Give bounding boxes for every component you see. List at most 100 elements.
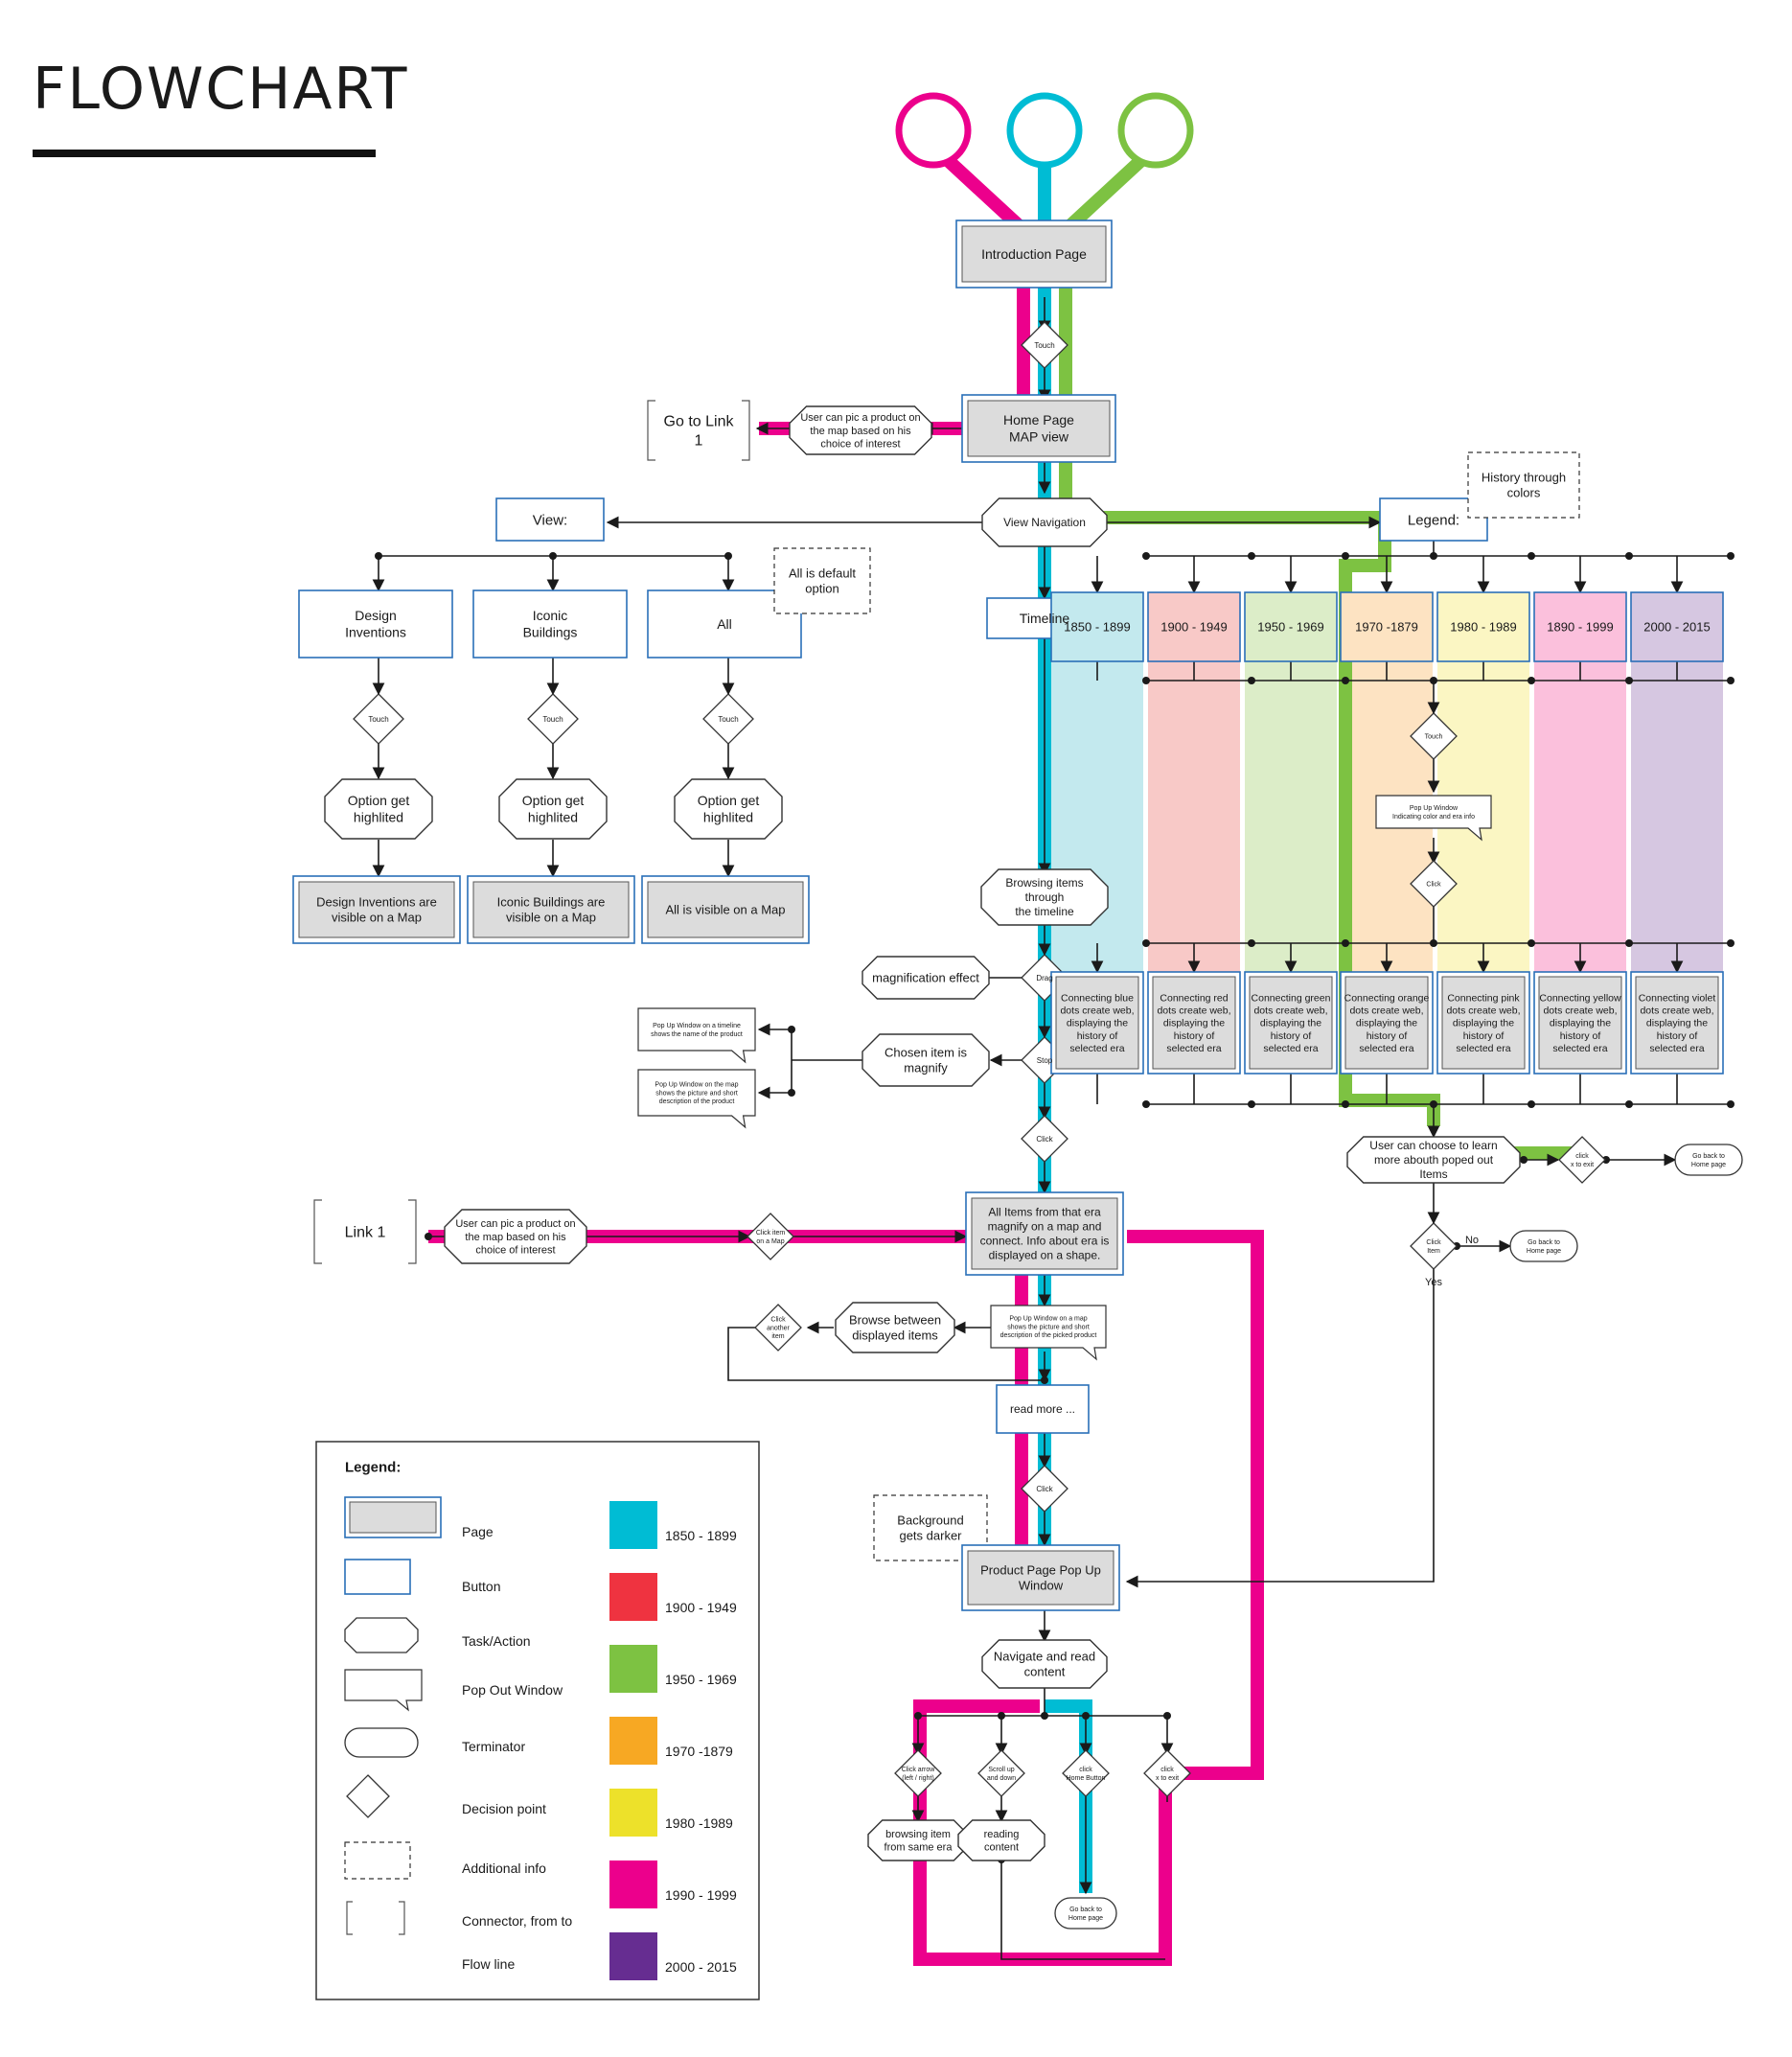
- flow-dot: [1342, 939, 1349, 947]
- legend-button-label: Legend:: [1408, 512, 1459, 528]
- flow-yes-product: [1125, 1269, 1435, 1588]
- all-button[interactable]: [647, 589, 802, 659]
- flow-dot: [549, 552, 557, 560]
- click-decision[interactable]: [1021, 1115, 1068, 1163]
- flow-dot: [375, 552, 382, 560]
- legend-era-swatch-4: [609, 1717, 657, 1765]
- go-back-home-terminator[interactable]: [1054, 1897, 1117, 1930]
- click-arrow-decision[interactable]: [894, 1749, 942, 1797]
- flow-dot: [1727, 552, 1735, 560]
- iconic-visible-page-inner: [472, 881, 630, 938]
- era-label-3: 1950 - 1969: [1257, 620, 1323, 635]
- navigate-read-task: [981, 1639, 1108, 1689]
- era-label-2: 1900 - 1949: [1160, 620, 1227, 635]
- click-decision-2[interactable]: [1021, 1465, 1068, 1513]
- flow-dot: [425, 1233, 432, 1240]
- browsing-same-era-task: [867, 1819, 969, 1861]
- flow-dot: [914, 1712, 922, 1720]
- timeline-button-label: Timeline: [1020, 611, 1070, 626]
- flow-dot: [1528, 552, 1535, 560]
- legend-era-label-6: 1990 - 1999: [665, 1887, 737, 1903]
- era-button-4[interactable]: [1340, 591, 1434, 662]
- design-inventions-button[interactable]: [298, 589, 453, 659]
- all-button-label: All: [717, 616, 732, 632]
- legend-symbol-label-7: Additional info: [462, 1861, 546, 1876]
- all-visible-page-inner: [647, 881, 804, 938]
- view-button[interactable]: [495, 497, 605, 542]
- era-desc-inner-1: [1055, 976, 1139, 1070]
- flow-dot: [1430, 1100, 1437, 1108]
- click-item-map-decision[interactable]: [747, 1213, 794, 1260]
- view-navigation-task: [981, 497, 1108, 547]
- no-label: No: [1465, 1235, 1479, 1246]
- era-button-1[interactable]: [1050, 591, 1144, 662]
- browse-between-task: [835, 1302, 955, 1353]
- click-item-decision[interactable]: [1410, 1222, 1458, 1270]
- era-button-3[interactable]: [1244, 591, 1338, 662]
- legend-connector-symbol: [346, 1901, 405, 1935]
- era-button-5[interactable]: [1436, 591, 1530, 662]
- history-colors-note: [1467, 451, 1580, 519]
- flow-dot: [788, 1026, 795, 1033]
- touch-era-decision-label: Touch: [1425, 733, 1443, 740]
- click-era-decision[interactable]: [1410, 860, 1458, 908]
- click-x-exit-decision[interactable]: [1558, 1136, 1606, 1184]
- era-button-2[interactable]: [1147, 591, 1241, 662]
- click-x-decision[interactable]: [1143, 1749, 1191, 1797]
- browsing-timeline-task: [980, 868, 1109, 926]
- flow-line: [727, 1327, 1045, 1381]
- legend-symbol-label-3: Task/Action: [462, 1633, 531, 1649]
- scroll-decision[interactable]: [977, 1749, 1025, 1797]
- flow-dot: [1625, 552, 1633, 560]
- green-route-start: [1117, 92, 1194, 169]
- legend-symbol-label-4: Pop Out Window: [462, 1682, 563, 1698]
- legend-era-label-5: 1980 -1989: [665, 1815, 733, 1831]
- legend-era-label-4: 1970 -1879: [665, 1744, 733, 1759]
- era-button-7[interactable]: [1630, 591, 1724, 662]
- link1-connector: [313, 1199, 417, 1264]
- read-more-button[interactable]: [996, 1384, 1090, 1434]
- view-navigation-task-label: View Navigation: [1003, 516, 1086, 529]
- flow-dot: [1528, 1100, 1535, 1108]
- era-button-6[interactable]: [1533, 591, 1627, 662]
- touch-era-decision[interactable]: [1410, 712, 1458, 760]
- magenta-route: [944, 155, 1030, 429]
- touch-decision-3[interactable]: [702, 693, 754, 745]
- flow-dot: [1727, 677, 1735, 684]
- legend-page-symbol-inner: [349, 1501, 437, 1534]
- click-another-decision[interactable]: [754, 1304, 802, 1352]
- iconic-buildings-button[interactable]: [472, 589, 628, 659]
- flow-dot: [1142, 677, 1150, 684]
- go-back-home-terminator-3[interactable]: [1509, 1230, 1578, 1262]
- touch-decision-1[interactable]: [353, 693, 404, 745]
- popup-era-window: [1375, 795, 1492, 842]
- flow-dot: [1430, 939, 1437, 947]
- legend-era-swatch-2: [609, 1573, 657, 1621]
- go-back-home-terminator-2[interactable]: [1674, 1144, 1743, 1176]
- click-home-decision[interactable]: [1062, 1749, 1110, 1797]
- yes-label: Yes: [1425, 1277, 1442, 1288]
- flow-dot: [1430, 552, 1437, 560]
- legend-era-swatch-3: [609, 1645, 657, 1693]
- touch-decision[interactable]: [1021, 321, 1068, 369]
- touch-decision-2[interactable]: [527, 693, 579, 745]
